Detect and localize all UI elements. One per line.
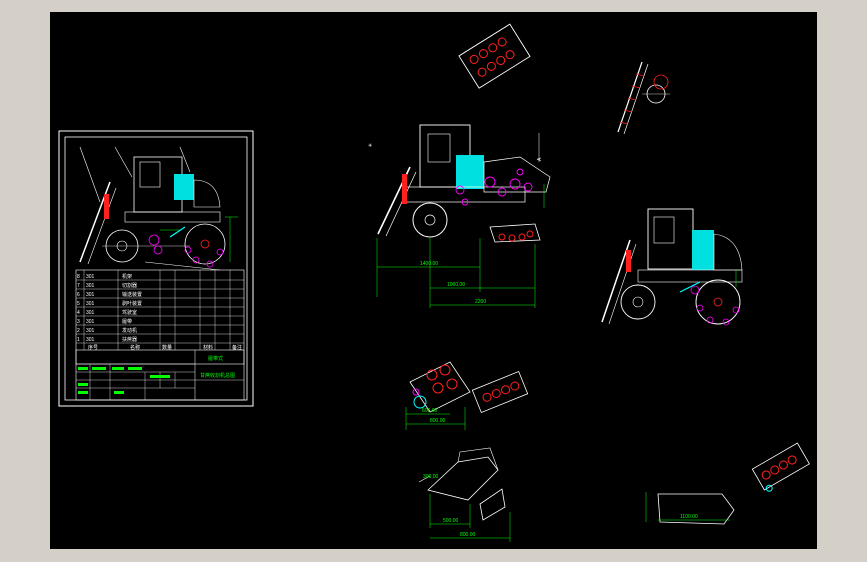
part-row-5-code: 301 [86,310,95,316]
title-sheet: 8 301 机架 7 301 切割器 6 301 输送装置 5 301 剥叶装置… [58,130,254,407]
sub-dim-2: 800.00 [430,418,446,424]
part-row-7-code: 301 [86,328,95,334]
part-row-1-name: 机架 [122,273,132,280]
right-engine-hatch [692,230,714,270]
bottom-left-dim-3: 800.00 [460,532,476,538]
part-row-8-name: 扶蔗器 [122,336,137,343]
bottom-right-blade: 1100.00 [645,492,735,525]
bottom-right-dim: 1100.00 [680,514,698,520]
right-side-view [601,208,743,326]
table-header-note: 备注 [232,344,242,351]
table-header-no: 序号 [88,344,98,351]
sheet-machine-drawing [79,146,238,271]
part-row-6-name: 履带 [122,319,132,325]
part-row-7-name: 发动机 [122,327,137,334]
subtitle-label: 甘蔗收割机总图 [200,372,235,379]
sheet-border-outer [58,130,254,407]
part-row-4-name: 剥叶装置 [122,300,142,307]
drawing-svg: 8 301 机架 7 301 切割器 6 301 输送装置 5 301 剥叶装置… [58,23,810,542]
bottom-left-dim-2: 300.00 [423,474,439,480]
parts-table: 8 301 机架 7 301 切割器 6 301 输送装置 5 301 剥叶装置… [75,269,245,365]
top-hole-plate [458,23,531,89]
title-label: 履带式 [208,355,223,362]
table-header-material: 材料 [203,344,213,351]
sheet-engine-hatch [174,174,194,200]
sub-assembly-view: 600.00 800.00 [405,361,529,430]
part-row-2-no: 7 [77,283,80,289]
part-row-8-code: 301 [86,337,95,343]
bottom-right-hole-plate [751,442,810,492]
main-dim-3: 2200 [475,299,486,305]
window-frame-top [0,0,867,12]
part-row-5-name: 驾驶室 [122,309,137,316]
part-row-3-no: 6 [77,292,80,298]
part-row-5-no: 4 [77,310,80,316]
part-row-6-no: 3 [77,319,80,325]
cad-drawing-canvas[interactable]: 8 301 机架 7 301 切割器 6 301 输送装置 5 301 剥叶装置… [50,12,817,549]
main-dim-1: 1400.00 [420,261,438,267]
part-row-2-code: 301 [86,283,95,289]
title-block: 履带式 甘蔗收割机总图 [75,349,245,401]
main-dim-2: 1000.00 [447,282,465,288]
main-side-view: ✳ A 1400.00 1000.00 220 [368,124,551,308]
main-engine-hatch [456,155,484,189]
symbol-mark: ✳ [368,143,372,149]
part-row-7-no: 2 [77,328,80,334]
bottom-left-dim-1: 500.00 [443,518,459,524]
table-header-qty: 数量 [162,344,172,351]
bottom-left-parts: 500.00 300.00 800.00 [418,447,511,542]
part-row-8-no: 1 [77,337,80,343]
sub-dim-1: 600.00 [422,408,438,414]
part-row-2-name: 切割器 [122,282,137,289]
part-row-4-code: 301 [86,301,95,307]
part-row-4-no: 5 [77,301,80,307]
top-right-ladder [617,61,670,135]
part-row-1-no: 8 [77,274,80,280]
part-row-1-code: 301 [86,274,95,280]
part-row-6-code: 301 [86,319,95,325]
side-label: A [537,157,543,161]
part-row-3-name: 输送装置 [122,291,142,298]
table-header-name: 名称 [130,344,140,351]
part-row-3-code: 301 [86,292,95,298]
